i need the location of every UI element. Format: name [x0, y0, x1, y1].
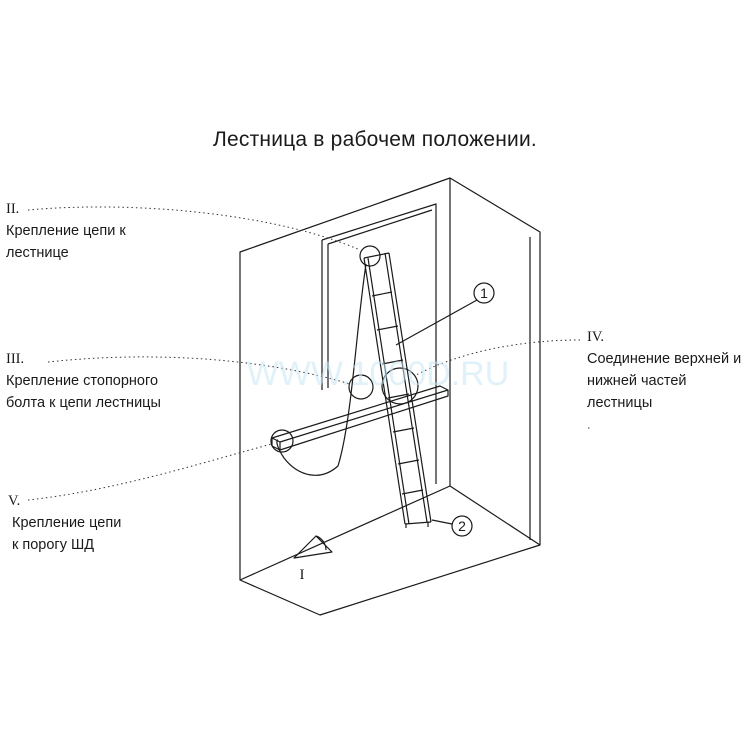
callout-iii-line-1: Крепление стопорного	[6, 373, 159, 389]
chain	[276, 263, 367, 476]
callout-iv-line-2: нижней частей	[587, 373, 687, 389]
detail-circle-iv	[381, 367, 419, 405]
leader-ii	[27, 206, 361, 251]
callout-iv: IV. Соединение верхней и нижней частей л…	[587, 326, 741, 414]
diagram-title: Лестница в рабочем положении.	[213, 128, 537, 151]
callout-v-number: V.	[8, 493, 21, 509]
ladder-rung	[371, 291, 393, 297]
callout-iv-number: IV.	[587, 329, 605, 345]
ladder-rung	[387, 393, 410, 399]
room-outline	[239, 177, 541, 616]
callout-ii: II. Крепление цепи к лестнице	[6, 198, 126, 264]
callout-ii-line-2: лестнице	[6, 245, 69, 261]
ladder-rung	[392, 427, 415, 433]
callout-iii-line-2: болта к цепи лестницы	[6, 395, 161, 411]
marker-2-circle	[451, 515, 473, 537]
callout-iii: III. Крепление стопорного болта к цепи л…	[6, 348, 161, 414]
callout-iv-line-3: лестницы	[587, 395, 653, 411]
ladder-rung	[397, 459, 420, 465]
ladder-rail-right	[384, 252, 428, 523]
marker-2-leader	[431, 519, 453, 525]
ladder-rung	[401, 489, 424, 495]
watermark-text: WWW.1000D.RU	[247, 355, 510, 393]
callout-ii-number: II.	[6, 201, 20, 217]
callout-v-line-1: Крепление цепи	[12, 515, 122, 531]
marker-1-leader	[395, 299, 478, 346]
detail-circle-ii	[359, 245, 381, 267]
ladder-rung	[376, 325, 399, 331]
marker-1-label: 1	[480, 285, 488, 301]
view-label: I	[300, 567, 305, 583]
marker-2-label: 2	[458, 518, 466, 534]
room-floor-back-right	[449, 485, 541, 546]
ladder-rung	[381, 359, 404, 365]
ladder-rail-left	[363, 257, 406, 525]
callout-v: V. Крепление цепи к порогу ШД	[8, 490, 121, 556]
callout-iii-number: III.	[6, 351, 25, 367]
ladder-top-cap	[363, 252, 390, 259]
room-floor-back-left	[239, 485, 451, 581]
leader-v	[27, 443, 273, 501]
ladder-bottom-cap	[404, 521, 432, 525]
detail-circle-v	[270, 429, 294, 453]
detail-circle-iii	[348, 374, 374, 400]
view-eye-icon	[293, 535, 333, 559]
support-beam	[271, 385, 449, 451]
ladder-rail-right-inner	[388, 252, 432, 523]
callout-ii-line-1: Крепление цепи к	[6, 223, 126, 239]
callout-iv-line-1: Соединение верхней и	[587, 351, 742, 367]
hatch-opening	[321, 203, 437, 484]
callout-v-line-2: к порогу ШД	[12, 537, 95, 553]
ladder-rail-left-inner	[367, 257, 410, 525]
marker-1-circle	[473, 282, 495, 304]
leader-iii	[47, 356, 351, 385]
